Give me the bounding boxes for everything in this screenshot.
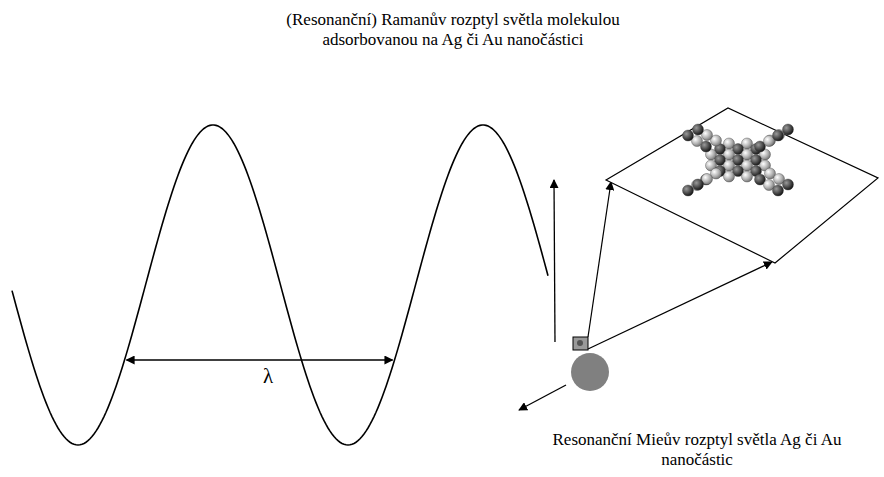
molecule [683,124,794,196]
wavelength-symbol: λ [248,364,288,388]
atom [783,124,794,135]
zoom-line [588,262,772,349]
atom [683,185,694,196]
mie-arrow [519,385,566,410]
nanoparticle [571,353,609,391]
raman-arrow [554,180,555,342]
title: (Resonanční) Ramanův rozptyl světla mole… [263,10,643,49]
mie-caption: Resonanční Mieův rozptyl světla Ag či Au… [552,430,842,469]
wave-curve [12,125,548,445]
atom [693,179,704,190]
surface-plane [606,108,878,263]
zoom-line [588,182,611,337]
atom [724,171,735,182]
zoom-square [573,337,588,350]
atom [693,124,704,135]
atom [773,130,784,141]
light-wave [12,125,548,445]
atom [773,185,784,196]
molecule-dot [577,340,583,346]
atom [742,171,753,182]
atom [683,130,694,141]
wavelength-arrow [127,359,393,360]
atom [783,179,794,190]
